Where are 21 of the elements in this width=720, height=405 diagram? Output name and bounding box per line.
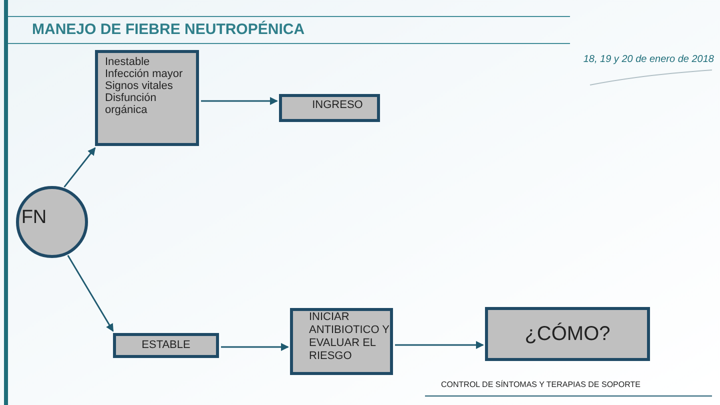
arrow [64,147,96,188]
node-text: FN [21,206,47,230]
arrow [221,343,289,351]
node-text: INGRESO [312,98,363,113]
node-text: Infección mayor [105,68,183,80]
node-text: INICIAR ANTIBIOTICO Y EVALUAR EL RIESGO [309,311,390,363]
node-text: ¿CÓMO? [524,322,610,347]
node-text: Inestable [105,56,150,68]
process-box [95,50,199,146]
process-box [113,333,219,358]
date-label: 18, 19 y 20 de enero de 2018 [583,53,714,67]
node-text: ESTABLE [142,338,190,354]
footer-label: CONTROL DE SÍNTOMAS Y TERAPIAS DE SOPORTE [441,379,640,391]
node-text: Disfunción orgánica [105,92,158,116]
arrow [201,97,278,105]
process-box [279,94,380,122]
process-box [290,308,393,375]
process-box [485,307,650,361]
title: MANEJO DE FIEBRE NEUTROPÉNICA [32,20,305,40]
node-text: Signos vitales [105,80,173,92]
arrow [395,341,484,349]
